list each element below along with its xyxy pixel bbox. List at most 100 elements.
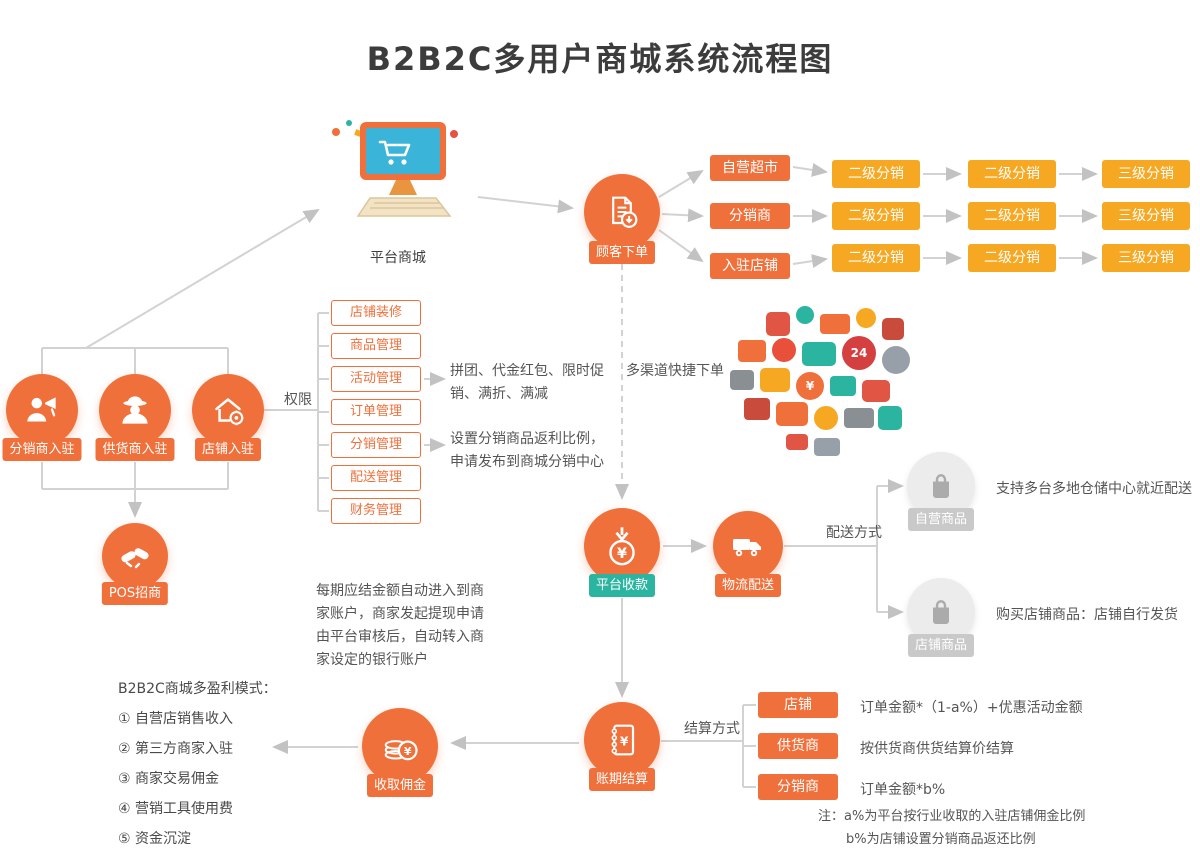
- permission-distribution: 分销管理: [331, 432, 421, 458]
- collage-shape: [776, 402, 808, 426]
- collage-shape: [730, 370, 754, 390]
- dist-box: 二级分销: [968, 244, 1056, 272]
- distribution-note: 设置分销商品返利比例，申请发布到商城分销中心: [450, 431, 604, 471]
- collage-24h-icon: 24: [842, 336, 876, 370]
- collage-shape: [772, 338, 796, 362]
- source-distributor: 分销商: [710, 203, 790, 229]
- collage-shape: [814, 438, 840, 456]
- yen-glyph: ¥: [404, 745, 412, 758]
- shop-entry-node: [192, 374, 264, 446]
- withdraw-note: 每期应结金额自动进入到商家账户，商家发起提现申请由平台审核后，自动转入商家设定的…: [316, 583, 484, 669]
- multichannel-label: 多渠道快捷下单: [626, 363, 724, 379]
- settle-note-distributor: 订单金额*b%: [860, 782, 946, 798]
- shop-goods-label: 店铺商品: [907, 634, 975, 657]
- source-settled-shop: 入驻店铺: [710, 253, 790, 279]
- collage-shape: [738, 340, 766, 362]
- permission-activity: 活动管理: [331, 366, 421, 392]
- source-self-market: 自营超市: [710, 155, 790, 181]
- supplier-entry-node: [99, 374, 171, 446]
- collage-globe-icon: [882, 346, 910, 374]
- shopping-bag-icon: [933, 474, 949, 498]
- yen-collect-icon: ¥: [609, 527, 635, 566]
- settle-note-shop: 订单金额*（1-a%）+优惠活动金额: [860, 700, 1083, 716]
- dist-box: 三级分销: [1102, 244, 1190, 272]
- collage-shape: [786, 434, 808, 450]
- settle-note-supplier: 按供货商供货结算价结算: [860, 741, 1014, 757]
- platform-mall-illustration: [322, 116, 474, 244]
- shop-goods-note: 购买店铺商品：店铺自行发货: [996, 607, 1178, 623]
- platform-collect-node: ¥: [584, 508, 660, 584]
- permission-delivery: 配送管理: [331, 465, 421, 491]
- collage-shape: [796, 306, 814, 324]
- settlement-node: ¥: [584, 702, 660, 778]
- handshake-icon: [121, 548, 149, 569]
- dist-box: 二级分销: [968, 202, 1056, 230]
- supplier-entry-label: 供货商入驻: [95, 438, 175, 461]
- profit-item-3: ③ 商家交易佣金: [118, 771, 220, 787]
- customer-order-label: 顾客下单: [588, 241, 656, 264]
- profit-model-block: B2B2C商城多盈利模式： ① 自营店销售收入 ② 第三方商家入驻 ③ 商家交易…: [118, 674, 277, 850]
- collage-shape: [744, 398, 770, 420]
- farmer-icon: [122, 396, 148, 424]
- shopping-bag-icon: [933, 600, 949, 624]
- distributor-entry-node: [6, 374, 78, 446]
- collage-shape: [882, 318, 904, 340]
- page-title: B2B2C多用户商城系统流程图: [366, 40, 834, 78]
- dist-box: 二级分销: [832, 202, 920, 230]
- self-goods-note: 支持多台多地仓储中心就近配送: [996, 481, 1192, 497]
- collage-shape: [802, 342, 836, 366]
- permission-order: 订单管理: [331, 399, 421, 425]
- yen-glyph: ¥: [617, 546, 627, 562]
- collage-shape: [878, 406, 902, 430]
- ledger-icon: ¥: [611, 724, 635, 756]
- permission-finance: 财务管理: [331, 498, 421, 524]
- commission-label: 收取佣金: [366, 774, 434, 797]
- collage-shape: [844, 408, 874, 428]
- self-goods-label: 自营商品: [907, 508, 975, 531]
- shop-entry-label: 店铺入驻: [194, 438, 262, 461]
- truck-icon: [733, 539, 761, 557]
- customer-order-node: [584, 174, 660, 250]
- collage-shape: [862, 380, 890, 402]
- profit-item-4: ④ 营销工具使用费: [118, 801, 234, 817]
- distributor-entry-label: 分销商入驻: [2, 438, 82, 461]
- commission-node: ¥: [362, 708, 438, 784]
- permission-goods: 商品管理: [331, 333, 421, 359]
- dist-box: 三级分销: [1102, 202, 1190, 230]
- yen-glyph: ¥: [620, 735, 629, 749]
- permission-label: 权限: [284, 392, 312, 408]
- profit-item-2: ② 第三方商家入驻: [118, 741, 234, 757]
- platform-collect-label: 平台收款: [588, 574, 656, 597]
- dist-box: 二级分销: [832, 244, 920, 272]
- collage-shape: [760, 368, 790, 392]
- pos-recruit-label: POS招商: [101, 582, 169, 605]
- collage-pay-icon: ¥: [796, 372, 824, 400]
- dist-box: 三级分销: [1102, 160, 1190, 188]
- collage-yen-label: ¥: [805, 379, 815, 393]
- logistics-label: 物流配送: [714, 574, 782, 597]
- collage-shape: [830, 376, 856, 396]
- promo-note: 拼团、代金红包、限时促销、满折、满减: [450, 363, 604, 403]
- collage-shape: [814, 406, 838, 430]
- profit-item-1: ① 自营店销售收入: [118, 711, 234, 727]
- profit-title: B2B2C商城多盈利模式：: [118, 681, 277, 697]
- profit-item-5: ⑤ 资金沉淀: [118, 831, 192, 847]
- footnote-b: b%为店铺设置分销商品返还比例: [846, 832, 1036, 847]
- footnote-a: 注：a%为平台按行业收取的入驻店铺佣金比例: [818, 809, 1086, 824]
- shop-gear-icon: [215, 398, 244, 426]
- pos-recruit-node: [102, 523, 168, 589]
- permission-shop-decor: 店铺装修: [331, 300, 421, 326]
- coins-icon: ¥: [384, 740, 418, 761]
- settle-target-shop: 店铺: [758, 692, 838, 718]
- settlement-label: 账期结算: [588, 768, 656, 791]
- logistics-node: [713, 511, 783, 581]
- delivery-method-label: 配送方式: [826, 525, 882, 541]
- computer-cart-icon: [332, 120, 458, 217]
- settlement-method-label: 结算方式: [684, 721, 740, 737]
- order-document-icon: [612, 196, 638, 228]
- dist-box: 二级分销: [832, 160, 920, 188]
- collage-shape: [820, 314, 850, 334]
- collage-shape: [766, 312, 790, 336]
